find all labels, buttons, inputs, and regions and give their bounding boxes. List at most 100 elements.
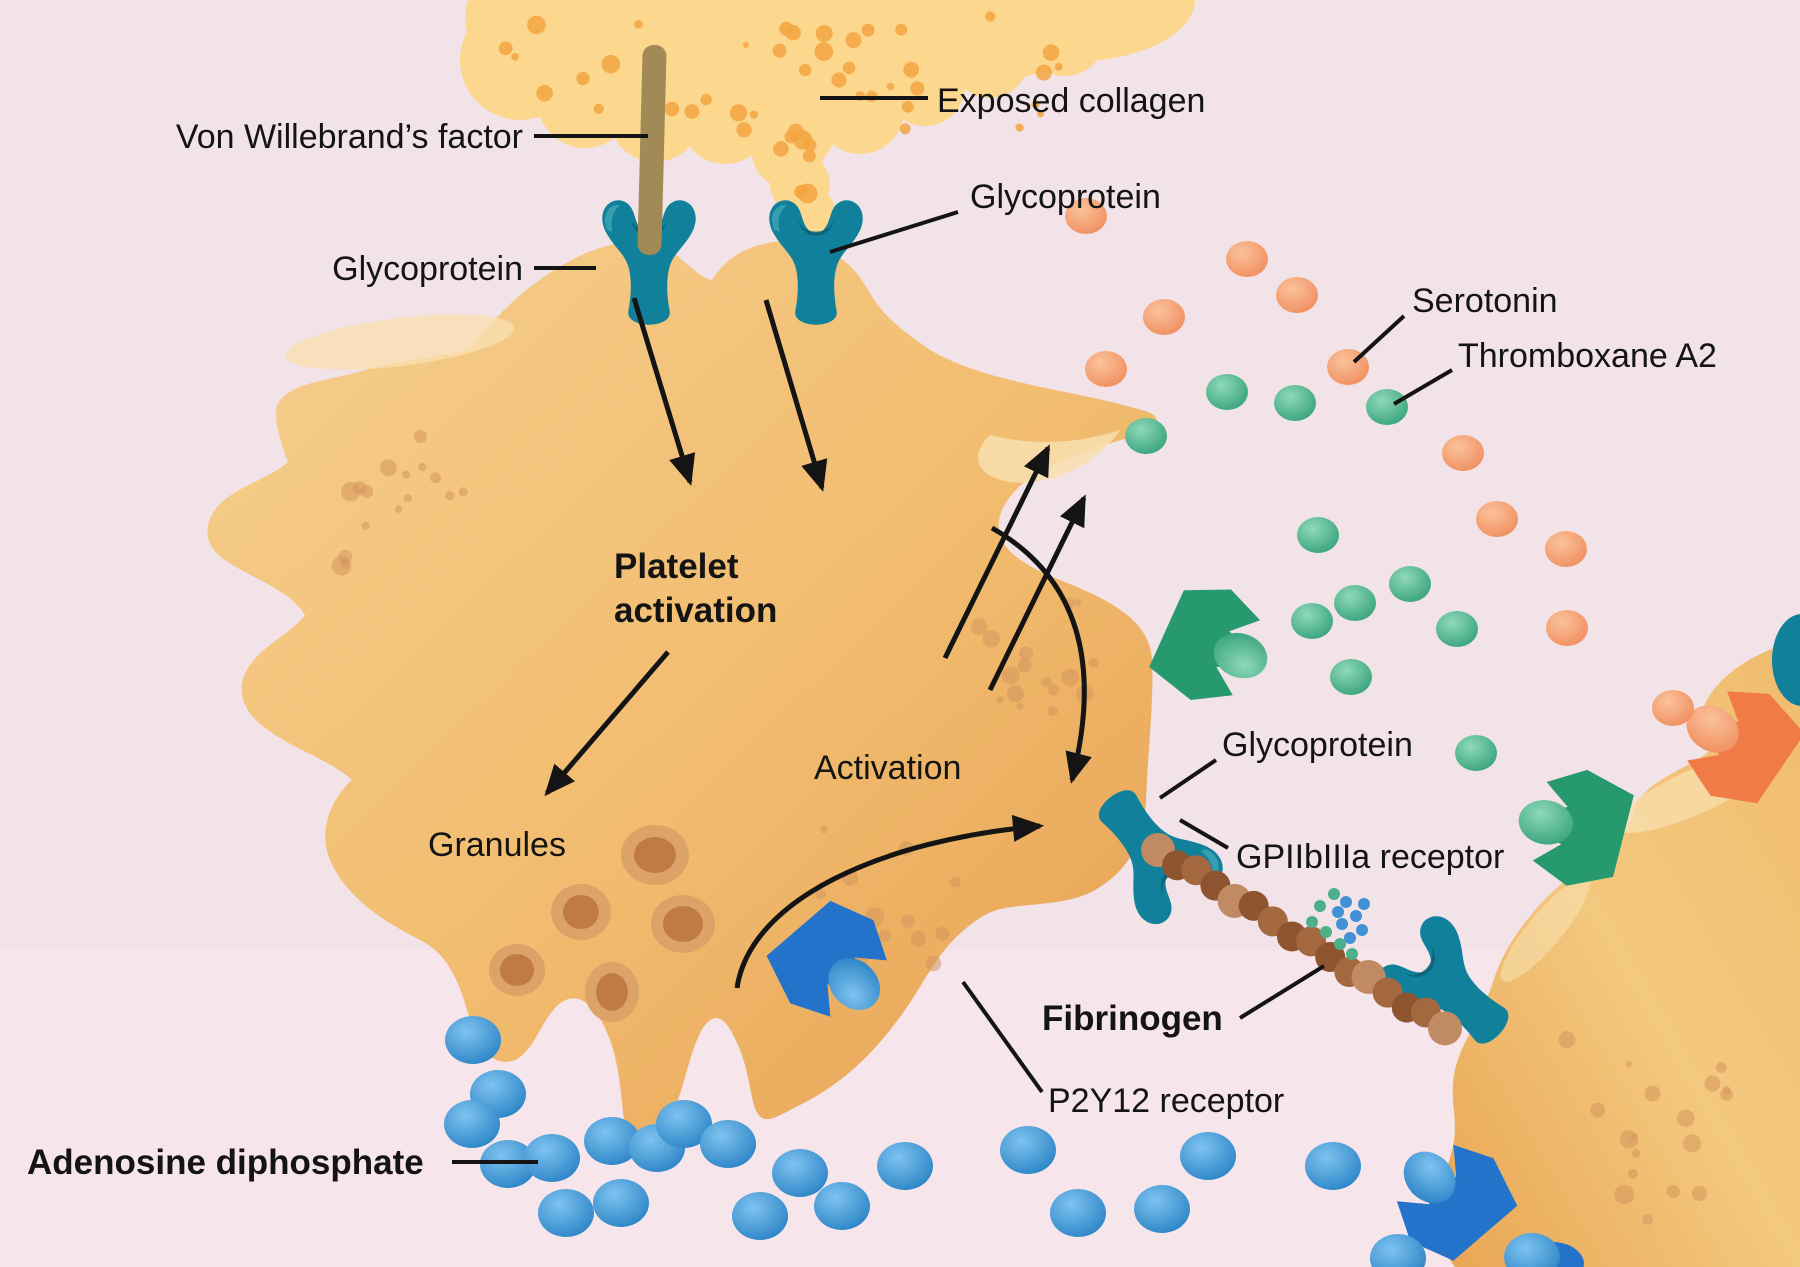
cluster-molecule: [1334, 938, 1346, 950]
label-p2y12: P2Y12 receptor: [1048, 1082, 1284, 1120]
cluster-molecule: [1306, 916, 1318, 928]
fibrinogen-bead: [1428, 1011, 1462, 1046]
molecule-dot: [1476, 501, 1518, 537]
leader-serotonin: [1352, 314, 1406, 364]
arrow-to-granules: [544, 650, 670, 797]
thromboxane-receptor-icon: [1518, 761, 1637, 895]
arrow-receptor-to-activation: [763, 299, 828, 492]
granule: [585, 962, 639, 1022]
molecule-dot: [1389, 566, 1431, 602]
cluster-molecule: [1314, 900, 1326, 912]
label-glycoprotein-left: Glycoprotein: [332, 250, 523, 288]
labels: Von Willebrand’s factor Glycoprotein Exp…: [27, 82, 1717, 1182]
label-serotonin: Serotonin: [1412, 282, 1558, 320]
molecule-dot: [1334, 585, 1376, 621]
molecule-dot: [1305, 1142, 1361, 1190]
molecule-dot: [1180, 1132, 1236, 1180]
cluster-molecule: [1320, 926, 1332, 938]
molecule-dot: [593, 1179, 649, 1227]
molecule-dot: [1050, 1189, 1106, 1237]
label-gpiibiiia: GPIIbIIIa receptor: [1236, 838, 1504, 876]
activation-arrows: [544, 297, 1092, 989]
molecule-dot: [1652, 690, 1694, 726]
label-glycoprotein-top: Glycoprotein: [970, 178, 1161, 216]
molecule-dot: [1504, 1233, 1560, 1267]
arrow-receptor-to-activation: [631, 297, 696, 486]
label-glycoprotein-right: Glycoprotein: [1222, 726, 1413, 764]
adp-molecules: [444, 1016, 1560, 1267]
granule: [489, 944, 545, 996]
leader-glycoprotein-right: [1158, 758, 1218, 800]
cluster-molecule: [1344, 932, 1356, 944]
molecule-dot: [1546, 610, 1588, 646]
thromboxane-receptor-icon: [1143, 572, 1277, 717]
platelet2-speckles: [1558, 1031, 1733, 1225]
cluster-molecule: [1350, 910, 1362, 922]
molecule-dot: [1000, 1126, 1056, 1174]
molecule-dot: [538, 1189, 594, 1237]
molecule-dot: [1206, 374, 1248, 410]
curved-activation-arrow: [734, 814, 1045, 989]
serotonin-molecules: [1065, 198, 1694, 726]
leader-gpiibiiia: [1178, 818, 1230, 850]
molecule-dot: [1134, 1185, 1190, 1233]
arrow-release-up: [942, 444, 1051, 660]
granule: [621, 825, 689, 885]
serotonin-receptor-icon: [1668, 669, 1800, 821]
fibrinogen-molecule-cluster: [1306, 888, 1370, 960]
molecule-dot: [1085, 351, 1127, 387]
cluster-molecule: [1340, 896, 1352, 908]
label-activation: Activation: [814, 749, 961, 787]
molecule-dot: [1125, 418, 1167, 454]
granule: [551, 884, 611, 940]
molecule-dot: [877, 1142, 933, 1190]
label-platelet-activation-1: Platelet: [614, 547, 739, 586]
von-willebrand-factor-rod: [637, 45, 667, 255]
molecule-dot: [1436, 611, 1478, 647]
molecule-dot: [584, 1117, 640, 1165]
molecule-dot: [444, 1100, 500, 1148]
molecule-dot: [1143, 299, 1185, 335]
molecule-dot: [772, 1149, 828, 1197]
leader-thromboxane: [1392, 368, 1454, 406]
label-adp: Adenosine diphosphate: [27, 1143, 424, 1182]
molecule-dot: [1274, 385, 1316, 421]
molecule-dot: [814, 1182, 870, 1230]
molecule-dot: [1065, 198, 1107, 234]
label-exposed-collagen: Exposed collagen: [937, 82, 1205, 120]
molecule-dot: [1370, 1234, 1426, 1267]
platelet-cell: [207, 241, 1157, 1153]
molecule-dot: [1545, 531, 1587, 567]
cluster-molecule: [1356, 924, 1368, 936]
cluster-molecule: [1328, 888, 1340, 900]
label-von-willebrand: Von Willebrand’s factor: [176, 118, 523, 156]
cluster-molecule: [1336, 918, 1348, 930]
curved-activation-arrow: [990, 525, 1092, 784]
granule: [651, 895, 715, 953]
cluster-molecule: [1358, 898, 1370, 910]
label-fibrinogen: Fibrinogen: [1042, 999, 1223, 1038]
clipped-receptor-icon: [1772, 614, 1800, 706]
molecule-dot: [445, 1016, 501, 1064]
molecule-dot: [656, 1100, 712, 1148]
molecule-dot: [1291, 603, 1333, 639]
molecule-dot: [524, 1134, 580, 1182]
leader-p2y12: [961, 980, 1044, 1094]
p2y12-receptor-icon: [1376, 1124, 1530, 1267]
label-thromboxane: Thromboxane A2: [1458, 337, 1717, 375]
leader-glycoprotein-top: [829, 210, 959, 254]
molecule-dot: [1297, 517, 1339, 553]
cluster-molecule: [1346, 948, 1358, 960]
thromboxane-molecules: [1125, 374, 1497, 771]
molecule-dot: [1442, 435, 1484, 471]
leader-fibrinogen: [1238, 964, 1326, 1020]
arrow-release-up: [987, 494, 1087, 692]
label-granules: Granules: [428, 826, 566, 864]
molecule-dot: [1455, 735, 1497, 771]
granules-group: [489, 825, 715, 1022]
label-platelet-activation-2: activation: [614, 591, 777, 630]
molecule-dot: [1226, 241, 1268, 277]
molecule-dot: [1330, 659, 1372, 695]
